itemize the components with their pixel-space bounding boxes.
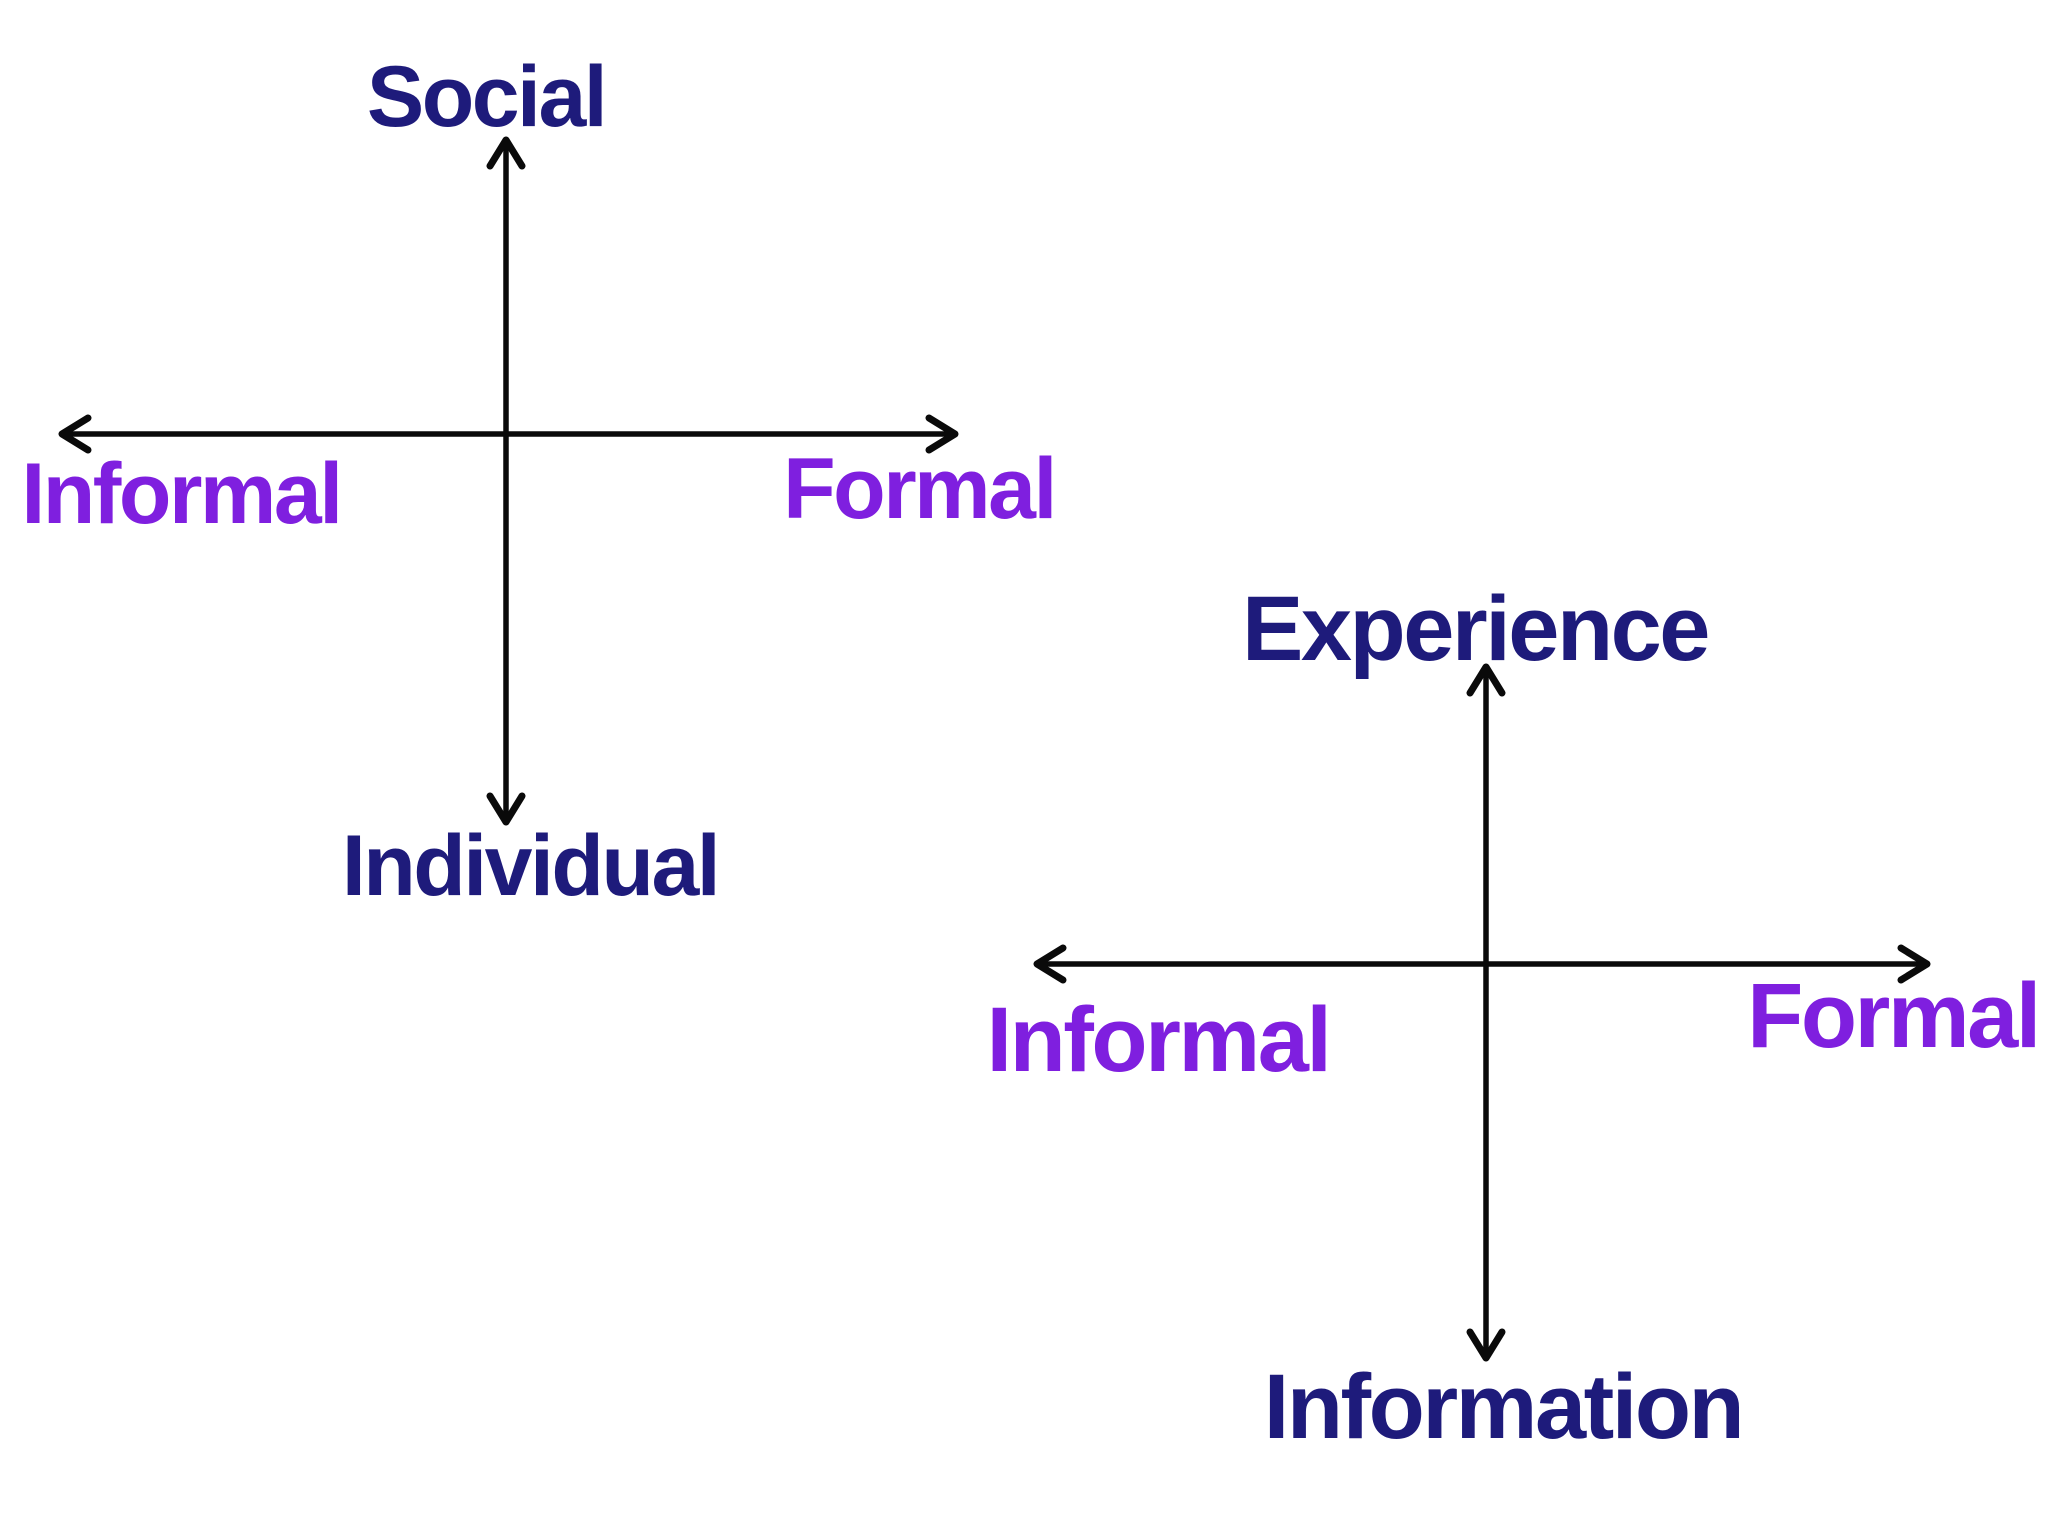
label-social: Social <box>366 49 608 145</box>
label-informal-2: Informal <box>986 989 1332 1091</box>
label-individual: Individual <box>341 818 721 914</box>
social-individual-axes <box>58 136 959 826</box>
label-formal-2: Formal <box>1747 965 2041 1067</box>
experience-information-axes <box>1033 663 1931 1362</box>
label-informal-1: Informal <box>21 446 343 542</box>
label-experience: Experience <box>1242 578 1710 680</box>
label-formal-1: Formal <box>783 441 1057 537</box>
label-information: Information <box>1263 1356 1745 1458</box>
